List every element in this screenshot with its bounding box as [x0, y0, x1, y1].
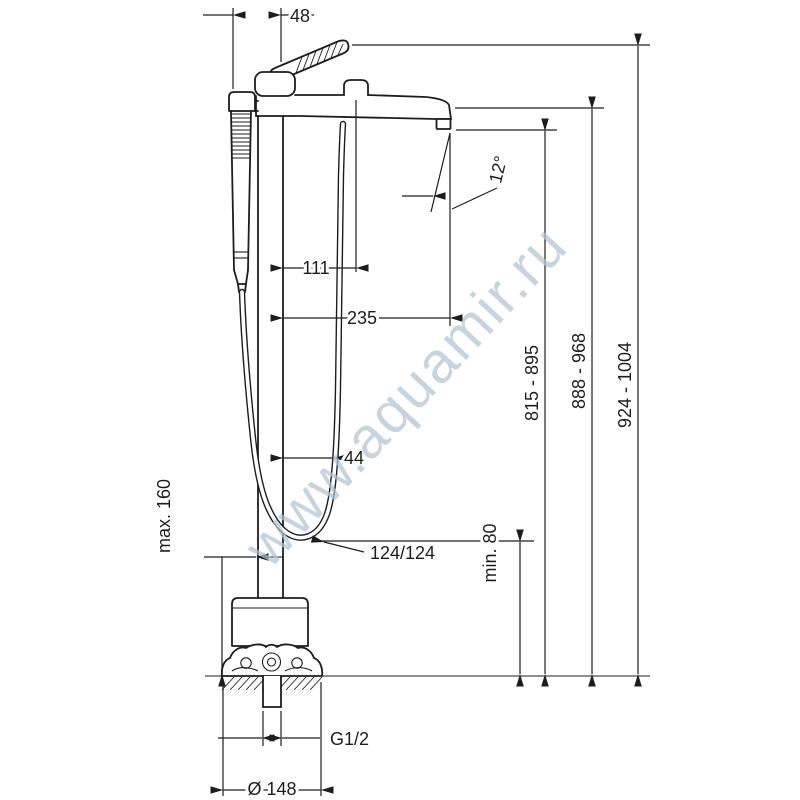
- diverter-knob: [343, 79, 369, 96]
- dimension-235: 235: [270, 305, 463, 331]
- dimension-888-968: 888 - 968: [455, 96, 604, 687]
- dimension-min-80: min. 80: [312, 520, 534, 687]
- handle-pivot-cap: [254, 71, 296, 97]
- dim-44-label: 44: [344, 448, 364, 468]
- dimension-815-895: 815 - 895: [456, 118, 557, 687]
- dim-815-895-label: 815 - 895: [522, 345, 542, 421]
- dimension-annotations: 48 12° 111 235 44 81: [151, 3, 650, 800]
- dim-124-124-label: 124/124: [370, 543, 435, 563]
- dimension-g12: G1/2: [218, 711, 372, 752]
- hand-shower: [228, 91, 259, 293]
- dim-max-160-label: max. 160: [154, 479, 174, 553]
- dimension-924-1004: 924 - 1004: [352, 33, 650, 687]
- dim-235-label: 235: [347, 308, 377, 328]
- dimension-44: 44: [270, 445, 367, 471]
- base-escutcheon: [231, 597, 309, 647]
- faucet-drawing: [205, 39, 650, 708]
- dim-888-968-label: 888 - 968: [569, 333, 589, 409]
- dimension-111: 111: [270, 100, 369, 281]
- dim-111-label: 111: [302, 258, 329, 278]
- dimension-dia-148: Ø 148: [210, 682, 334, 800]
- dimension-48: 48: [203, 3, 314, 89]
- shower-hose: [238, 120, 347, 541]
- dim-48-label: 48: [290, 6, 310, 26]
- mixer-body-spout: [255, 79, 452, 130]
- dimension-124-124: 124/124: [310, 535, 438, 566]
- lever-handle: [254, 39, 350, 97]
- hand-shower-grip-hatching: [232, 113, 250, 159]
- dim-g12-label: G1/2: [330, 729, 369, 749]
- dim-924-1004-label: 924 - 1004: [615, 342, 635, 428]
- dim-dia-148-label: Ø 148: [247, 779, 296, 799]
- spout-aerator: [435, 118, 452, 130]
- connection-stub: [262, 675, 282, 708]
- dimension-max-160: max. 160: [151, 476, 269, 687]
- handle-hatching: [295, 41, 344, 74]
- floor-mounting-flange: [220, 643, 324, 677]
- dim-min-80-label: min. 80: [480, 523, 500, 582]
